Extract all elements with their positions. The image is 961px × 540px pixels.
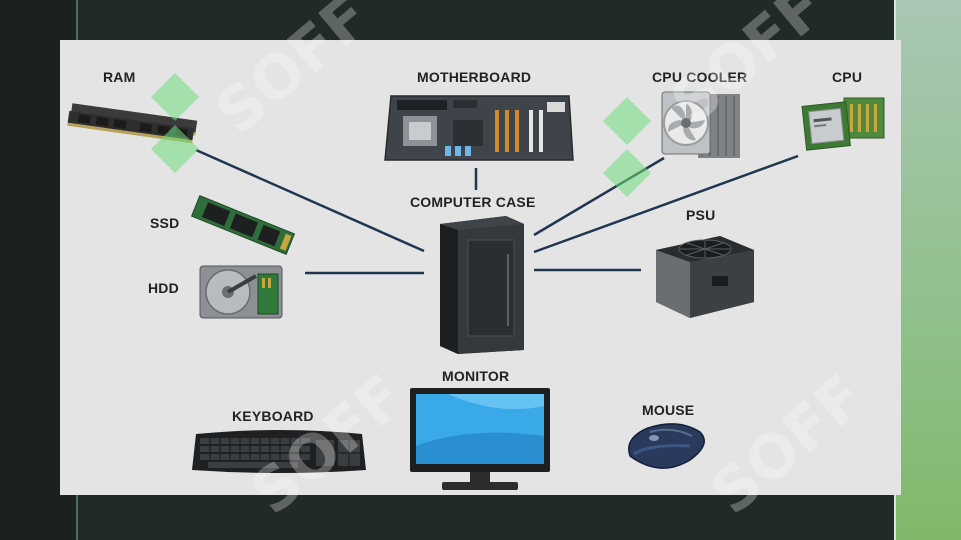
motherboard-label: MOTHERBOARD — [417, 69, 532, 85]
monitor-label: MONITOR — [442, 368, 510, 384]
psu-label: PSU — [686, 207, 716, 223]
link-ram — [195, 148, 425, 253]
motherboard-image — [384, 95, 574, 161]
cpu-cooler-label: CPU COOLER — [652, 69, 748, 85]
diagram-panel: RAM MOTHERBOARD CPU COOLER CPU COMPUTER … — [60, 0, 901, 528]
monitor-image — [410, 388, 550, 490]
cpu-cooler-image — [661, 91, 740, 158]
computer-case-image — [440, 216, 524, 354]
mouse-label: MOUSE — [642, 402, 695, 418]
cpu-label: CPU — [832, 69, 863, 85]
link-cpu — [533, 154, 799, 254]
hdd-image — [199, 265, 283, 319]
hdd-label: HDD — [148, 280, 179, 296]
ram-label: RAM — [103, 69, 136, 85]
mouse-image — [628, 423, 705, 469]
ssd-label: SSD — [150, 215, 180, 231]
background-right-strip — [896, 0, 961, 540]
psu-image — [656, 236, 754, 318]
keyboard-image — [192, 430, 366, 473]
computer-case-label: COMPUTER CASE — [410, 194, 536, 210]
keyboard-label: KEYBOARD — [232, 408, 314, 424]
ssd-image — [190, 195, 296, 255]
cpu-image — [801, 97, 885, 151]
